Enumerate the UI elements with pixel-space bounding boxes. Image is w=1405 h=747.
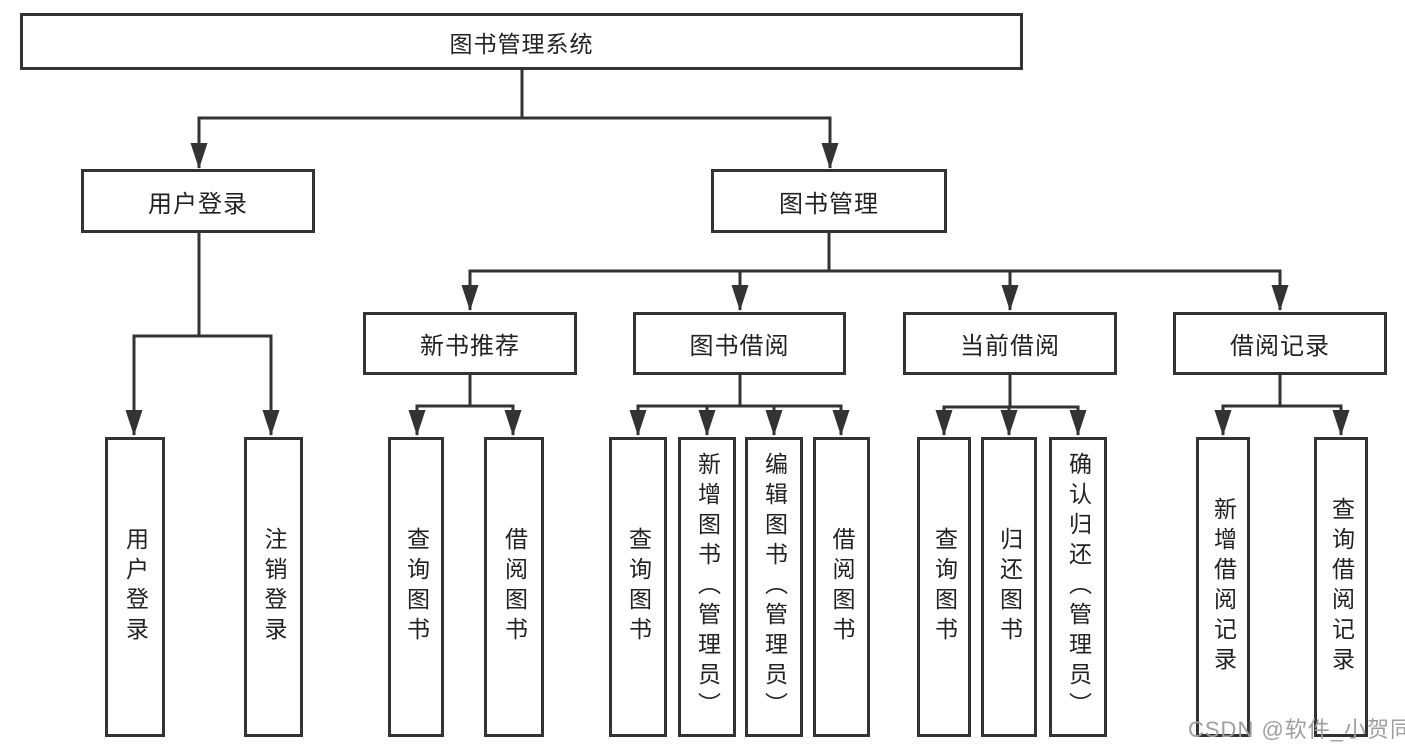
node-book-mgmt: 图书管理 <box>711 169 947 233</box>
node-leaf-user-login: 用户登录 <box>105 437 165 737</box>
node-leaf-query-book-2: 查询图书 <box>609 437 667 737</box>
node-book-borrow: 图书借阅 <box>633 312 846 375</box>
connector-book-mgmt-children <box>461 233 1289 311</box>
watermark: CSDN @软件_小贺同学 <box>1188 717 1405 742</box>
node-leaf-confirm-return-admin: 确认归还（管理员） <box>1049 437 1107 737</box>
connector-book-borrow-children <box>629 375 850 436</box>
connector-new-book-children <box>408 375 522 436</box>
node-new-book-rec: 新书推荐 <box>363 312 577 375</box>
node-leaf-borrow-book-2: 借阅图书 <box>813 437 870 737</box>
node-leaf-add-book-admin: 新增图书（管理员） <box>678 437 736 737</box>
connector-borrow-records-children <box>1214 375 1350 436</box>
node-root: 图书管理系统 <box>20 13 1023 70</box>
connector-root-to-level2 <box>190 70 839 169</box>
node-leaf-query-book-1: 查询图书 <box>388 437 444 737</box>
node-leaf-query-book-3: 查询图书 <box>917 437 971 737</box>
node-borrow-records: 借阅记录 <box>1173 312 1387 375</box>
node-leaf-query-borrow-record: 查询借阅记录 <box>1314 437 1368 737</box>
node-current-borrow: 当前借阅 <box>903 312 1117 375</box>
node-leaf-logout: 注销登录 <box>244 437 303 737</box>
connector-user-login-children <box>125 233 280 436</box>
connector-current-borrow-children <box>935 375 1087 436</box>
node-leaf-return-book: 归还图书 <box>981 437 1037 737</box>
node-leaf-edit-book-admin: 编辑图书（管理员） <box>745 437 803 737</box>
node-leaf-add-borrow-record: 新增借阅记录 <box>1196 437 1250 737</box>
node-leaf-borrow-book-1: 借阅图书 <box>484 437 544 737</box>
node-user-login: 用户登录 <box>81 169 315 233</box>
